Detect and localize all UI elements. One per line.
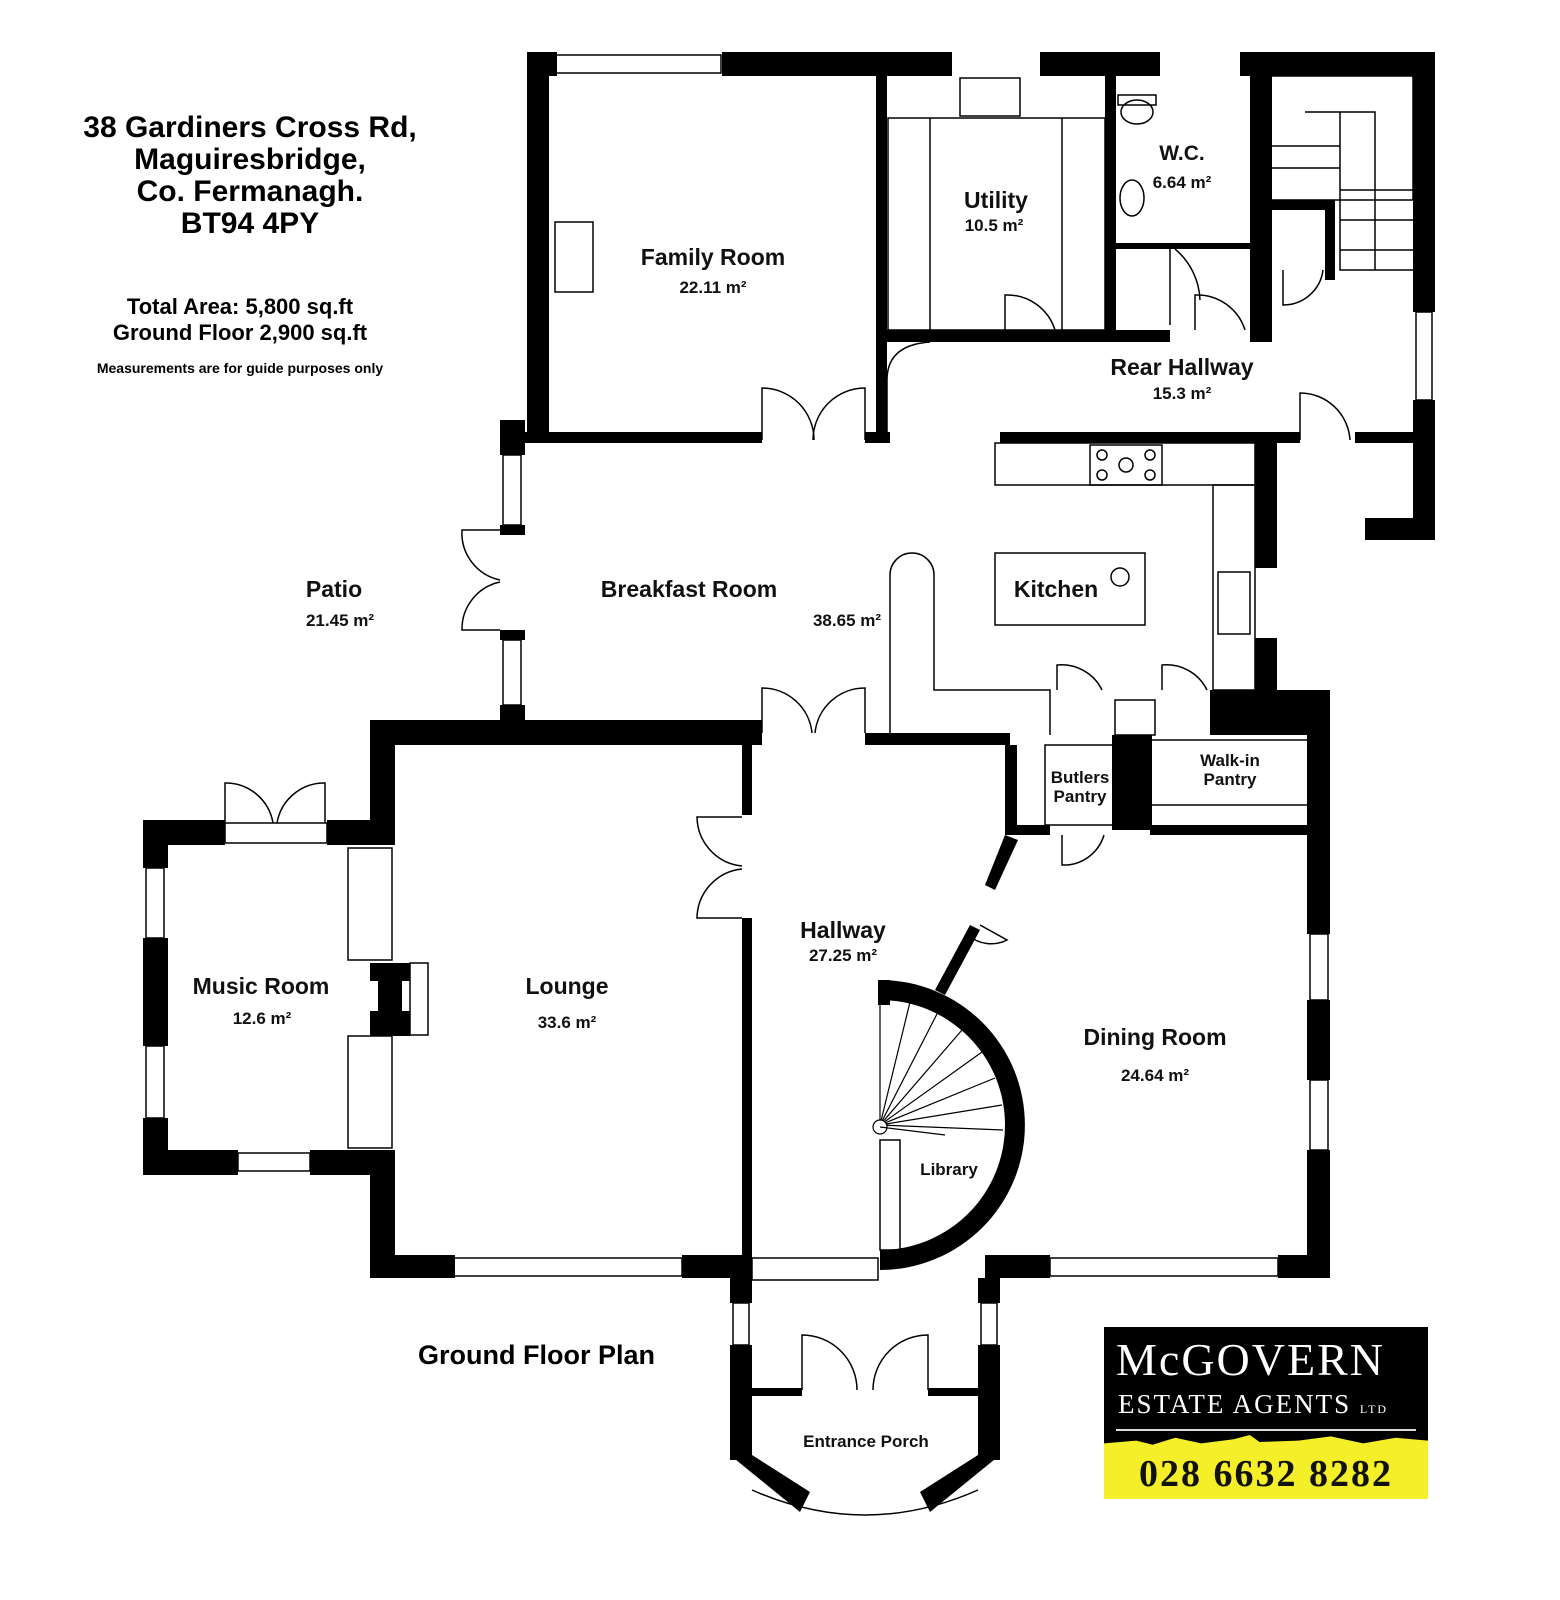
butlers-pantry-label: Butlers Pantry (1051, 768, 1110, 806)
family-room-area: 22.11 m² (679, 278, 747, 297)
family-room-label: Family Room (640, 244, 786, 270)
library-label: Library (920, 1160, 978, 1179)
walls (143, 52, 1435, 1512)
breakfast-room-label: Breakfast Room (600, 576, 778, 602)
logo-subtitle: ESTATE AGENTS LTD (1118, 1389, 1388, 1420)
walkin-pantry-line2: Pantry (1203, 770, 1257, 789)
address-line: BT94 4PY (180, 207, 320, 240)
spiral-stairs (872, 1000, 1004, 1136)
ground-floor-area: Ground Floor 2,900 sq.ft (112, 320, 368, 345)
rear-hallway-area: 15.3 m² (1152, 384, 1212, 403)
breakfast-room-area: 38.65 m² (812, 611, 882, 630)
dining-room-area: 24.64 m² (1120, 1066, 1190, 1085)
entrance-porch-label: Entrance Porch (803, 1432, 929, 1451)
total-area: Total Area: 5,800 sq.ft (126, 294, 354, 319)
address-line: 38 Gardiners Cross Rd, (83, 111, 417, 144)
lounge-area: 33.6 m² (537, 1013, 597, 1032)
property-address: 38 Gardiners Cross Rd, Maguiresbridge, C… (40, 112, 460, 240)
doors (224, 248, 1351, 1391)
logo-subtitle-text: ESTATE AGENTS (1118, 1389, 1352, 1419)
utility-label: Utility (964, 187, 1028, 213)
butlers-pantry-line2: Pantry (1053, 787, 1107, 806)
music-room-label: Music Room (192, 973, 330, 999)
logo-phone: 028 6632 8282 (1104, 1447, 1428, 1499)
dining-room-label: Dining Room (1083, 1024, 1227, 1050)
utility-area: 10.5 m² (964, 216, 1024, 235)
agent-logo: McGOVERN ESTATE AGENTS LTD 028 6632 8282 (1104, 1327, 1428, 1499)
disclaimer: Measurements are for guide purposes only (96, 360, 384, 376)
kitchen-label: Kitchen (1013, 576, 1099, 602)
walkin-pantry-label: Walk-in Pantry (1200, 751, 1260, 789)
hallway-label: Hallway (800, 917, 886, 943)
plan-title: Ground Floor Plan (418, 1340, 655, 1370)
hallway-area: 27.25 m² (808, 946, 878, 965)
patio-label: Patio (305, 576, 363, 602)
rear-hallway-label: Rear Hallway (1110, 354, 1254, 380)
logo-divider (1116, 1429, 1416, 1431)
lounge-label: Lounge (525, 973, 609, 999)
address-line: Maguiresbridge, (134, 143, 366, 176)
wc-label: W.C. (1159, 142, 1205, 165)
butlers-pantry-line1: Butlers (1050, 768, 1110, 787)
patio-area: 21.45 m² (305, 611, 375, 630)
area-summary: Total Area: 5,800 sq.ft Ground Floor 2,9… (40, 294, 440, 346)
fixtures (145, 54, 1433, 1516)
address-line: Co. Fermanagh. (136, 175, 364, 208)
logo-suffix: LTD (1359, 1402, 1389, 1416)
music-room-area: 12.6 m² (232, 1009, 292, 1028)
walkin-pantry-line1: Walk-in (1200, 751, 1260, 770)
wc-area: 6.64 m² (1152, 173, 1212, 192)
logo-name: McGOVERN (1116, 1334, 1385, 1385)
